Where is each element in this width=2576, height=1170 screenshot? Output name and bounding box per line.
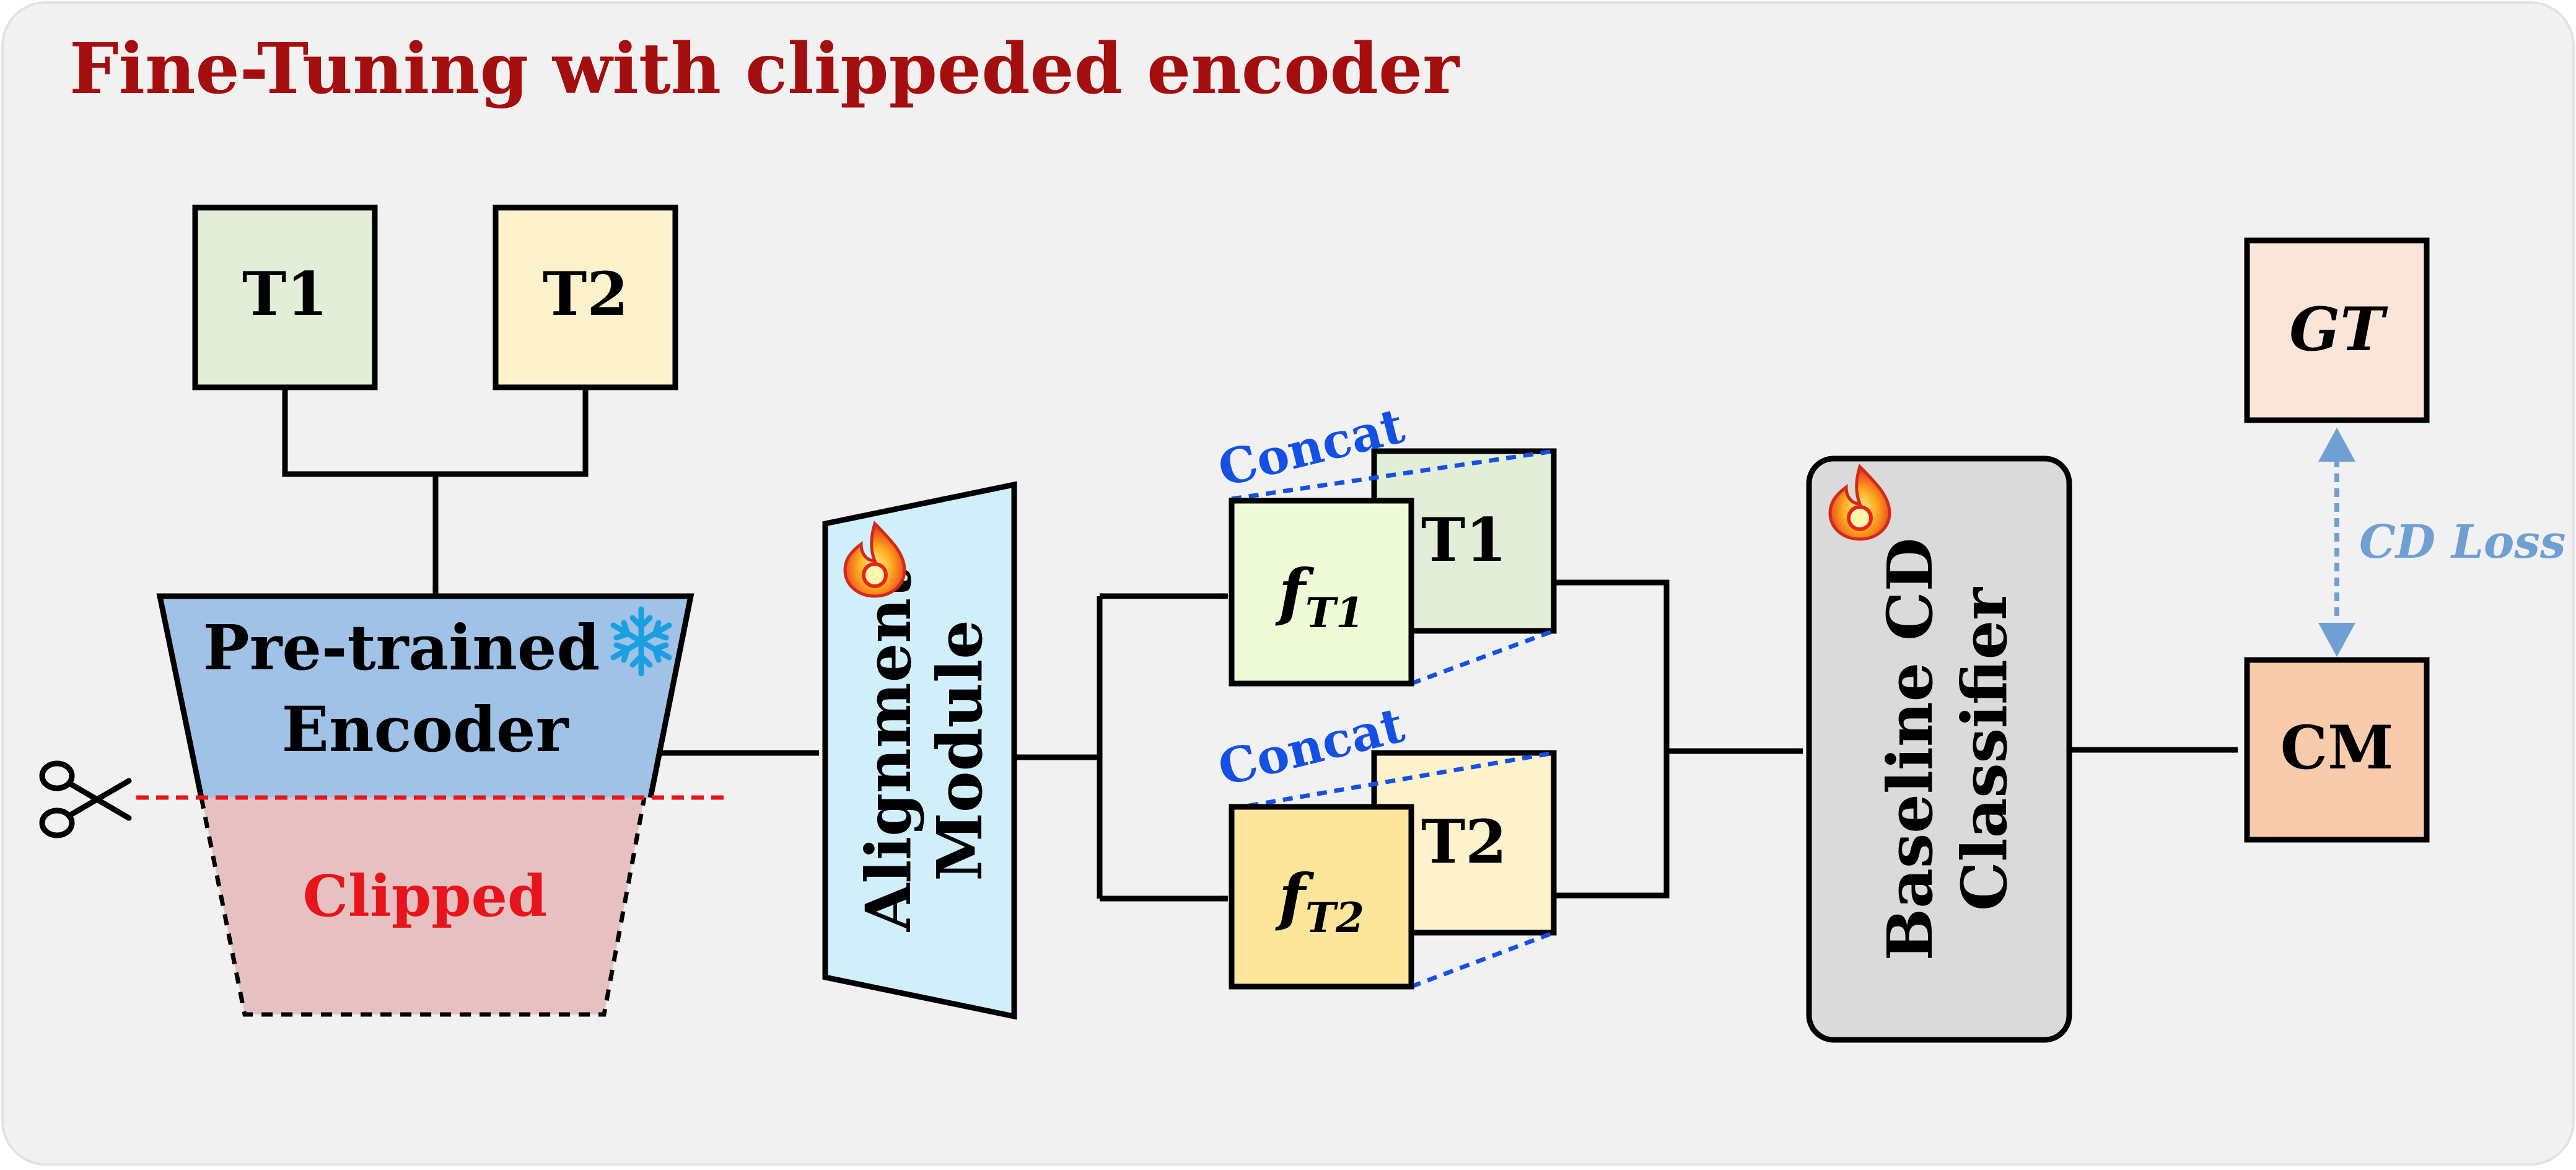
flame-icon <box>843 521 906 598</box>
t1-input-label: T1 <box>242 259 328 329</box>
concat-dash-bottom-2 <box>1410 930 1555 989</box>
ft1-subscript: T1 <box>1305 589 1364 637</box>
alignment-label-line2: Module <box>923 620 996 881</box>
t1-input-box <box>192 205 378 390</box>
t2-input-label: T2 <box>543 259 628 329</box>
scissors-icon <box>39 760 132 838</box>
ft2-subscript: T2 <box>1305 894 1364 942</box>
concat-dash-top <box>1231 449 1554 501</box>
cd-loss-label: CD Loss <box>2359 516 2566 569</box>
ft2-feature-box <box>1229 804 1414 990</box>
snowflake-icon <box>610 606 672 677</box>
pretrained-encoder <box>160 596 691 798</box>
concat-dash-bottom <box>1410 628 1555 686</box>
encoder-label-line2: Encoder <box>282 693 569 766</box>
cd-loss-arrowhead-down <box>2318 623 2355 657</box>
t2-feature-label: T2 <box>1421 807 1507 877</box>
clipped-label: Clipped <box>303 863 548 930</box>
classifier-label-line2: Classifier <box>1948 587 2021 911</box>
alignment-label-line1: Alignment <box>852 570 925 933</box>
t1-feature-label: T1 <box>1421 505 1507 575</box>
diagram-title: Fine-Tuning with clippeded encoder <box>69 29 1460 110</box>
classifier-label-line1: Baseline CD <box>1873 538 1947 961</box>
cd-loss-arrowhead-up <box>2318 428 2355 462</box>
gt-box <box>2244 237 2430 423</box>
cm-box <box>2244 657 2430 843</box>
cm-label: CM <box>2280 713 2394 783</box>
clipped-section <box>201 798 644 1014</box>
encoder-outline <box>156 593 694 798</box>
gt-label: GT <box>2289 294 2388 364</box>
flame-icon <box>1828 464 1891 541</box>
concat-dash-top-2 <box>1231 750 1554 811</box>
alignment-module <box>822 481 1017 1020</box>
clipped-dashed-outline <box>199 797 647 1017</box>
t2-input-box <box>493 205 678 390</box>
ft1-feature-box <box>1229 498 1414 687</box>
alignment-split-connector <box>1014 596 1103 899</box>
features-merge-connector <box>1554 579 1670 899</box>
encoder-label-line1: Pre-trained <box>203 611 600 684</box>
